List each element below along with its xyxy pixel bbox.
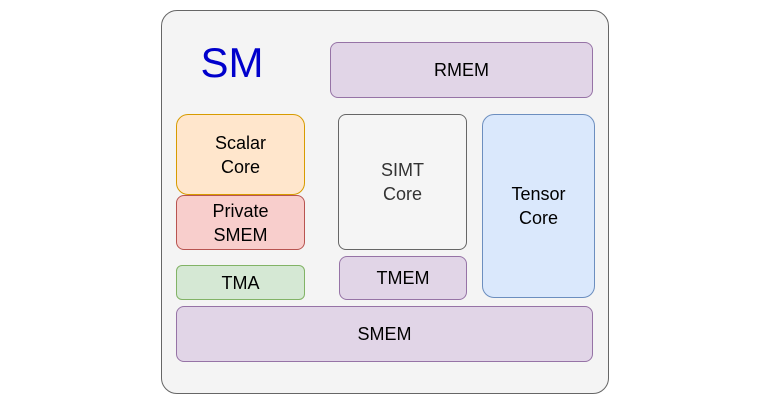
tma-block: TMA [176, 265, 305, 300]
scalar-core-block: Scalar Core [176, 114, 305, 195]
tensor-core-block: Tensor Core [482, 114, 595, 298]
smem-block: SMEM [176, 306, 593, 362]
tmem-block: TMEM [339, 256, 467, 300]
simt-core-block: SIMT Core [338, 114, 467, 250]
rmem-block: RMEM [330, 42, 593, 98]
private-smem-block: Private SMEM [176, 195, 305, 250]
sm-title: SM [200, 39, 264, 86]
